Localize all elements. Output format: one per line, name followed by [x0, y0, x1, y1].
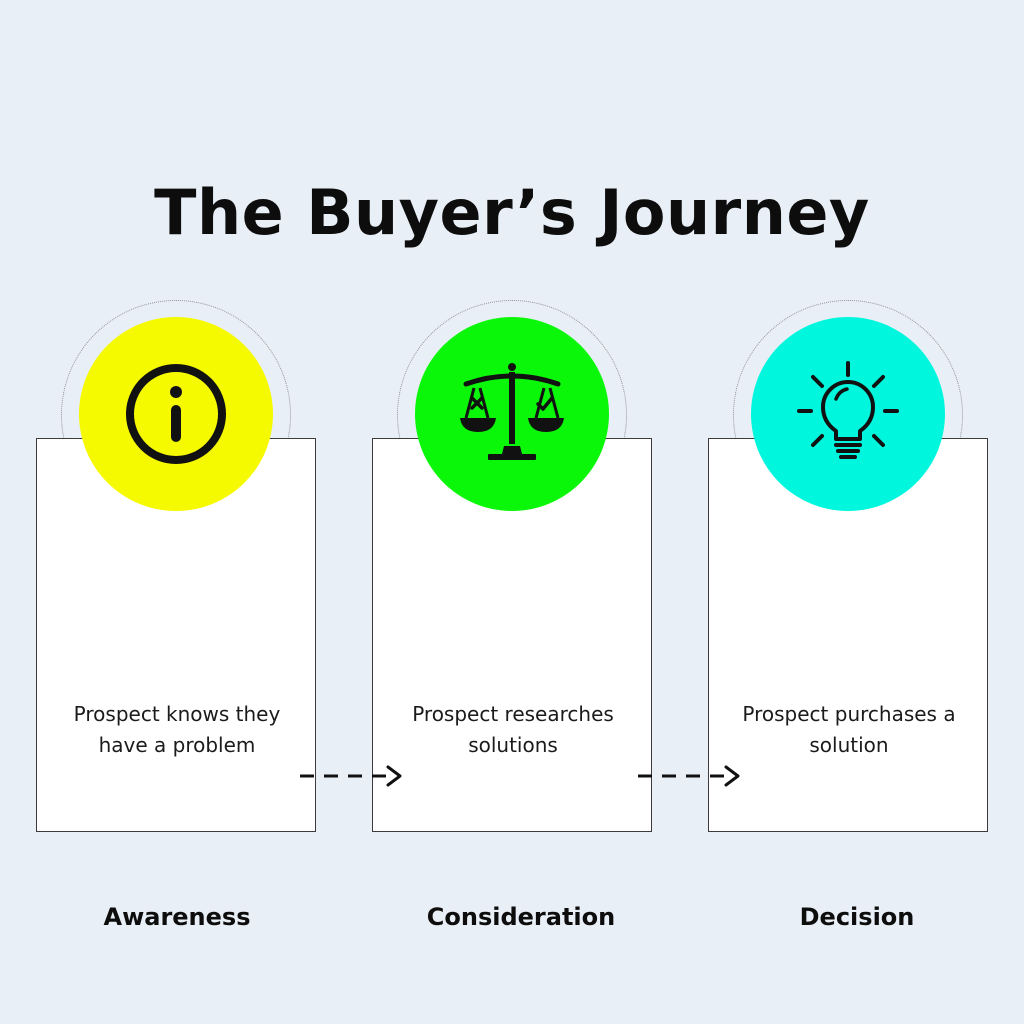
stage-consideration: Prospect researches solutions Considerat…	[372, 300, 652, 931]
stage-decision: Prospect purchases a solution Decision	[708, 300, 988, 931]
page-title: The Buyer’s Journey	[154, 176, 870, 249]
stage-description: Prospect purchases a solution	[742, 702, 956, 757]
stage-label: Consideration	[426, 903, 616, 931]
stage-icon-circle	[79, 317, 273, 511]
stage-card: Prospect purchases a solution Decision	[708, 438, 988, 931]
arrow-right-icon	[300, 765, 402, 787]
stage-description: Prospect knows they have a problem	[73, 702, 281, 757]
lightbulb-icon	[797, 361, 899, 459]
stage-description: Prospect researches solutions	[412, 702, 614, 757]
arrow-right-icon	[638, 765, 740, 787]
stage-label: Decision	[799, 903, 915, 931]
stage-icon-circle	[751, 317, 945, 511]
stage-label: Awareness	[103, 903, 251, 931]
stage-awareness: Prospect knows they have a problem Aware…	[36, 300, 316, 931]
info-icon	[126, 364, 226, 464]
balance-scale-icon	[460, 363, 564, 460]
stage-icon-circle	[415, 317, 609, 511]
stage-card: Prospect researches solutions Considerat…	[372, 438, 652, 931]
